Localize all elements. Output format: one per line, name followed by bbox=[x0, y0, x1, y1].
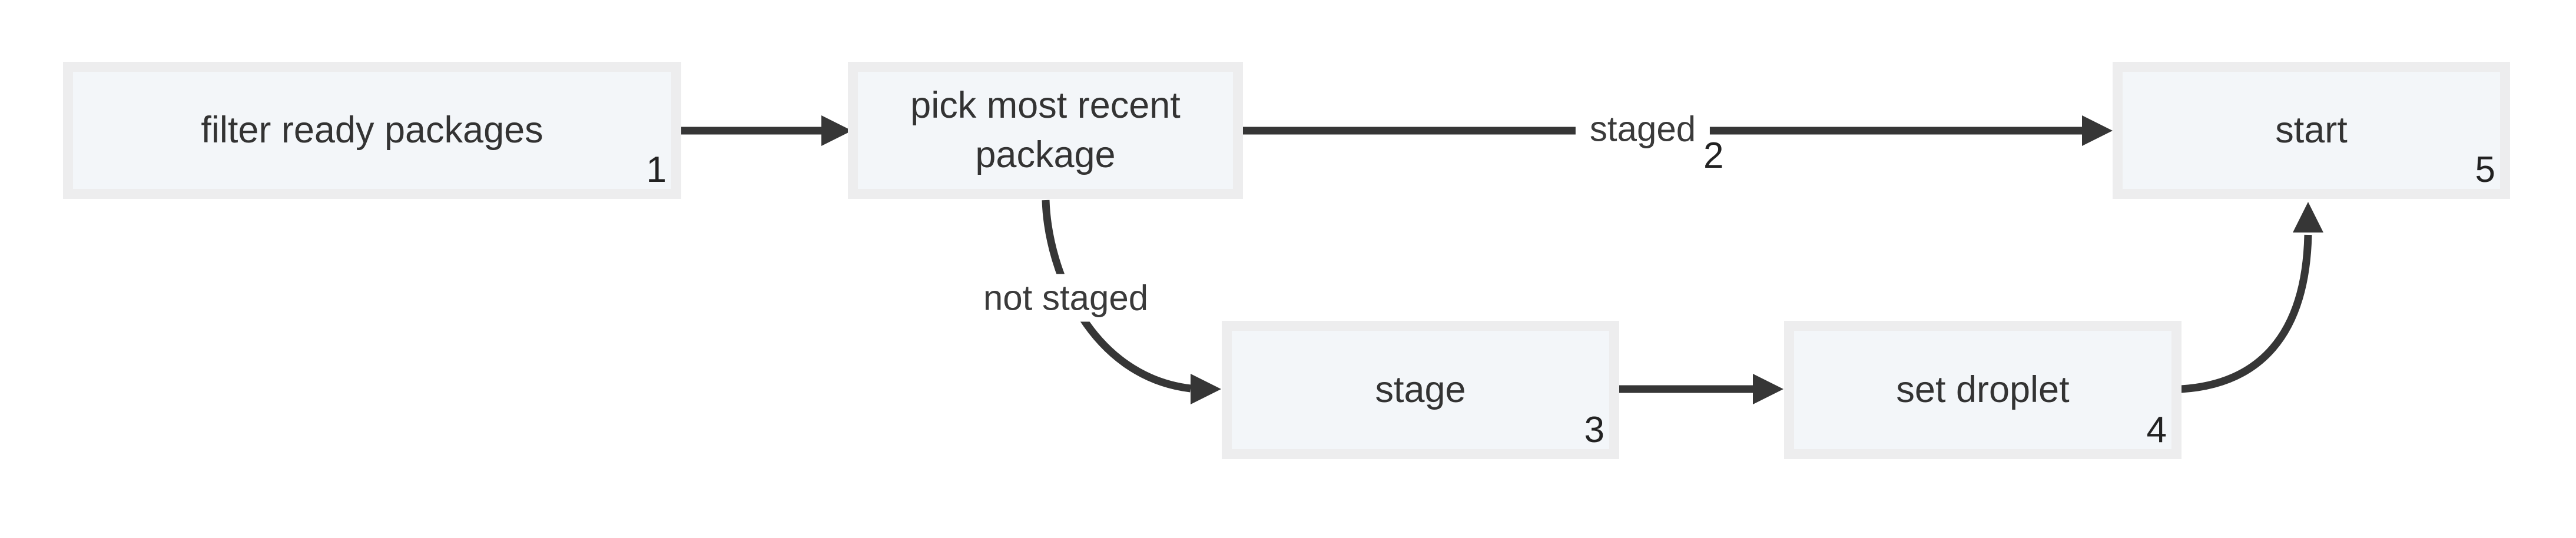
edge-droplet-to-start bbox=[2180, 234, 2312, 393]
node-number: 5 bbox=[2475, 149, 2495, 190]
node-stage: stage 3 bbox=[1222, 321, 1619, 459]
node-number: 1 bbox=[646, 149, 667, 190]
arrowhead-icon bbox=[1191, 374, 1221, 404]
node-label: pick most recent package bbox=[910, 84, 1181, 175]
arrowhead-icon bbox=[2293, 202, 2323, 233]
node-number: 3 bbox=[1584, 409, 1604, 450]
node-number: 4 bbox=[2146, 409, 2167, 450]
edge-label-staged: staged bbox=[1575, 105, 1710, 153]
arrowhead-icon bbox=[2082, 115, 2113, 146]
node-label: start bbox=[2275, 109, 2348, 151]
arrowhead-icon bbox=[821, 115, 852, 146]
node-start: start 5 bbox=[2113, 62, 2510, 199]
node-label: stage bbox=[1375, 368, 1466, 410]
node-label: filter ready packages bbox=[201, 109, 543, 151]
node-label: set droplet bbox=[1896, 368, 2070, 410]
node-set-droplet: set droplet 4 bbox=[1784, 321, 2182, 459]
node-filter-ready-packages: filter ready packages 1 bbox=[63, 62, 681, 199]
node-pick-most-recent-package: pick most recent package bbox=[848, 62, 1243, 199]
arrowhead-icon bbox=[1753, 374, 1783, 404]
edge-label-not-staged: not staged bbox=[969, 274, 1163, 322]
edge-number-staged: 2 bbox=[1703, 135, 1724, 176]
